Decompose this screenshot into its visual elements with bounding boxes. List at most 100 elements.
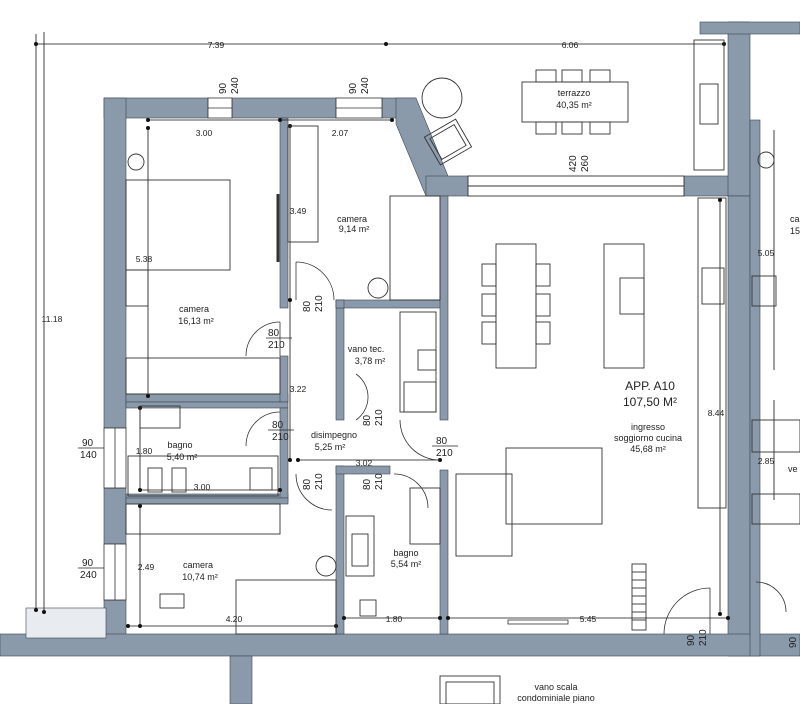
kitchen-counter [697,197,727,509]
kitchen-island [603,243,645,369]
wall-right-upper [727,21,751,197]
dimension-ticks [34,42,730,628]
terrace-round-table [421,77,463,119]
wall-top-mid [231,97,337,119]
terrace-armchair [423,118,473,166]
dim-bottom-180: 1.80 [386,614,403,624]
right-edge-win-w: 90 [788,636,799,648]
dimension-labels: 7.39 6.06 3.00 2.07 3.49 5.38 11.18 3.22… [42,40,775,624]
wall-bottom [0,633,800,657]
room-vano-tec-area: 3,78 m² [355,356,386,366]
room-bagno-left-name: bagno [167,440,192,450]
dim-right-505: 5.05 [758,248,775,258]
door-entry-w: 80 [436,436,448,447]
partition-vano-right [439,195,449,421]
room-disimpegno-name: disimpegno [311,430,357,440]
door-bagno-center-w: 80 [362,478,373,490]
dim-height-249: 2.49 [138,562,155,572]
partition-vano-left [335,299,345,421]
terrace-door-h: 260 [580,155,591,172]
room-disimpegno-area: 5,25 m² [315,442,346,452]
door-cam-top-w: 80 [302,300,313,312]
dim-height-844: 8.44 [708,408,725,418]
win-cam-top-h: 240 [360,77,371,94]
partition-center-right [439,469,449,635]
door-main-w: 90 [686,634,697,646]
room-soggiorno-area: 45,68 m² [630,444,666,454]
dimension-lines [35,32,775,627]
door-bagno-center-h: 210 [374,473,385,490]
doors [245,261,787,635]
door-entry-h: 210 [436,448,453,459]
apartment-name: APP. A10 [625,379,675,393]
room-camera-main-name: camera [179,304,209,314]
neighbor-area-top: 15 [790,226,800,236]
dim-bath-width: 3.00 [194,482,211,492]
room-bagno-center-area: 5,54 m² [391,559,422,569]
opening-labels: 90 240 90 240 420 260 80 210 80 210 80 2… [78,77,799,648]
wall-right-column [727,195,751,657]
dim-overall-height: 11.18 [42,314,63,324]
dim-top-left: 7.39 [208,40,225,50]
partition-center-left [335,465,345,635]
room-camera-top-area: 9,14 m² [339,224,370,234]
room-soggiorno-line2: soggiorno cucina [614,433,682,443]
partition-cam-vertical-lower [279,355,289,403]
door-bagno-left-w: 80 [272,420,284,431]
dim-cam-width-1: 3.00 [196,128,213,138]
door-bagno-left-h: 210 [272,432,289,443]
dim-height-322: 3.22 [290,384,307,394]
terrace-door-w: 420 [568,155,579,172]
door-disimp-v-h: 210 [314,473,325,490]
dim-right-285: 2.85 [758,456,775,466]
room-soggiorno-line1: ingresso [631,422,665,432]
wall-left-corner [25,607,107,639]
room-terrazzo-area: 40,35 m² [556,100,592,110]
wall-left-upper [103,97,127,429]
partition-cam-horizontal [125,393,289,403]
room-labels: terrazzo 40,35 m² camera 9,14 m² camera … [167,88,800,703]
win-cam-top-w: 90 [348,82,359,94]
door-cam-main-h: 210 [268,340,285,351]
partition-cam-bottom-top [125,497,289,505]
dim-bottom-545: 5.45 [580,614,597,624]
partition-center-top [335,465,391,475]
apartment-area: 107,50 M² [623,395,677,409]
wall-left-mid [103,487,127,545]
win-cam-bottom-h: 240 [80,570,97,581]
vano-scala-line1: vano scala [534,682,577,692]
dim-width-302: 3.02 [356,458,373,468]
partition-right-apt [749,119,761,657]
terrace-planter [693,39,725,171]
win-cam-bottom-w: 90 [82,558,94,569]
dim-height-538: 5.38 [136,254,153,264]
door-vano-w: 80 [362,414,373,426]
wall-top-right-strip [699,21,800,35]
partition-vano-top [335,299,447,309]
dim-top-right: 6.06 [562,40,579,50]
dim-cam-width-2: 2.07 [332,128,349,138]
room-camera-bottom-name: camera [183,560,213,570]
win-bagno-left-w: 90 [82,438,94,449]
partition-bath-top [125,401,289,409]
win-cam-main-h: 240 [230,77,241,94]
room-vano-tec-name: vano tec. [348,344,385,354]
walls [0,21,800,704]
dim-height-349: 3.49 [290,206,307,216]
room-bagno-left-area: 5,40 m² [167,452,198,462]
win-cam-main-w: 90 [218,82,229,94]
room-terrazzo-name: terrazzo [558,88,591,98]
room-camera-top-name: camera [337,214,367,224]
door-cam-top-h: 210 [314,295,325,312]
room-bagno-center-name: bagno [393,548,418,558]
sofa [455,473,513,557]
stairwell-box [439,675,501,704]
partition-cam-top-bottom [335,299,345,309]
dim-height-180: 1.80 [136,446,153,456]
dim-bottom-420: 4.20 [226,614,243,624]
neighbor-label-mid: ve [788,464,798,474]
wall-terrace-left [425,175,471,197]
windows [103,97,569,625]
room-camera-bottom-area: 10,74 m² [182,572,218,582]
